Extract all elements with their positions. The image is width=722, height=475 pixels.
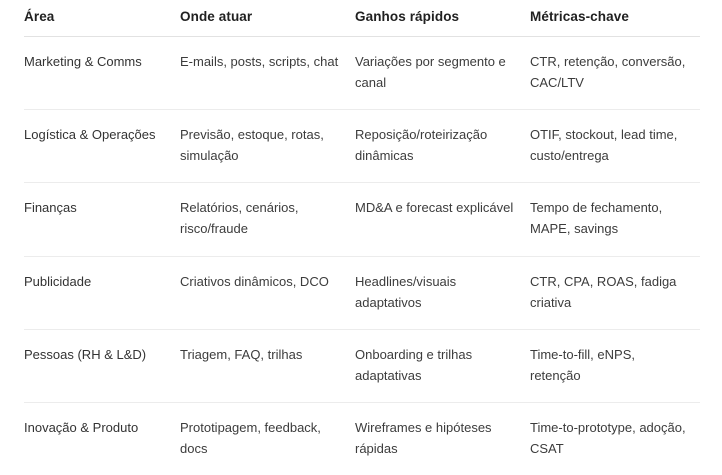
cell-onde-atuar: E-mails, posts, scripts, chat <box>180 36 355 111</box>
cell-metricas-chave: CTR, retenção, conversão, CAC/LTV <box>530 36 700 111</box>
table-row: Pessoas (RH & L&D) Triagem, FAQ, trilhas… <box>24 329 700 403</box>
cell-ganhos-rapidos: Headlines/visuais adaptativos <box>355 256 530 330</box>
cell-metricas-chave: Time-to-prototype, adoção, CSAT <box>530 419 686 456</box>
column-header-area: Área <box>24 0 180 38</box>
cell-metricas-chave: Time-to-fill, eNPS, retenção <box>530 329 700 403</box>
cell-ganhos-rapidos: Onboarding e trilhas adaptativas <box>355 329 530 403</box>
cell-area: Marketing & Comms <box>24 36 180 111</box>
cell-ganhos-rapidos: Variações por segmento e canal <box>355 36 530 111</box>
table-row: Logística & Operações Previsão, estoque,… <box>24 109 700 184</box>
cell-onde-atuar: Prototipagem, feedback, docs <box>180 419 321 456</box>
content-table-wrapper: Área Onde atuar Ganhos rápidos Métricas-… <box>24 0 700 475</box>
cell-metricas-chave: Tempo de fechamento, MAPE, savings <box>530 182 700 257</box>
cell-onde-atuar: Triagem, FAQ, trilhas <box>180 329 355 403</box>
table-row: Finanças Relatórios, cenários, risco/fra… <box>24 182 700 257</box>
cell-area: Inovação & Produto <box>24 419 139 435</box>
table-row: Inovação & Produto Prototipagem, feedbac… <box>24 402 700 475</box>
table-row: Publicidade Criativos dinâmicos, DCO Hea… <box>24 256 700 330</box>
column-header-metricas-chave: Métricas-chave <box>530 0 700 38</box>
areas-matrix-table: Área Onde atuar Ganhos rápidos Métricas-… <box>24 0 700 475</box>
cell-metricas-chave: CTR, CPA, ROAS, fadiga criativa <box>530 256 700 330</box>
cell-ganhos-rapidos: Reposição/roteirização dinâmicas <box>355 109 530 184</box>
cell-onde-atuar: Criativos dinâmicos, DCO <box>180 256 355 330</box>
column-header-onde-atuar: Onde atuar <box>180 0 355 38</box>
cell-onde-atuar: Relatórios, cenários, risco/fraude <box>180 182 355 257</box>
cell-area: Logística & Operações <box>24 109 180 184</box>
column-header-ganhos-rapidos: Ganhos rápidos <box>355 0 530 38</box>
cell-ganhos-rapidos: Wireframes e hipóteses rápidas <box>355 419 492 456</box>
cell-ganhos-rapidos: MD&A e forecast explicável <box>355 182 530 257</box>
cell-metricas-chave: OTIF, stockout, lead time, custo/entrega <box>530 109 700 184</box>
table-row: Marketing & Comms E-mails, posts, script… <box>24 36 700 111</box>
cell-area: Publicidade <box>24 256 180 330</box>
cell-onde-atuar: Previsão, estoque, rotas, simulação <box>180 109 355 184</box>
table-header-row: Área Onde atuar Ganhos rápidos Métricas-… <box>24 0 700 38</box>
table-body: Marketing & Comms E-mails, posts, script… <box>24 36 700 475</box>
cell-area: Finanças <box>24 182 180 257</box>
table-header: Área Onde atuar Ganhos rápidos Métricas-… <box>24 0 700 38</box>
cell-area: Pessoas (RH & L&D) <box>24 329 180 403</box>
